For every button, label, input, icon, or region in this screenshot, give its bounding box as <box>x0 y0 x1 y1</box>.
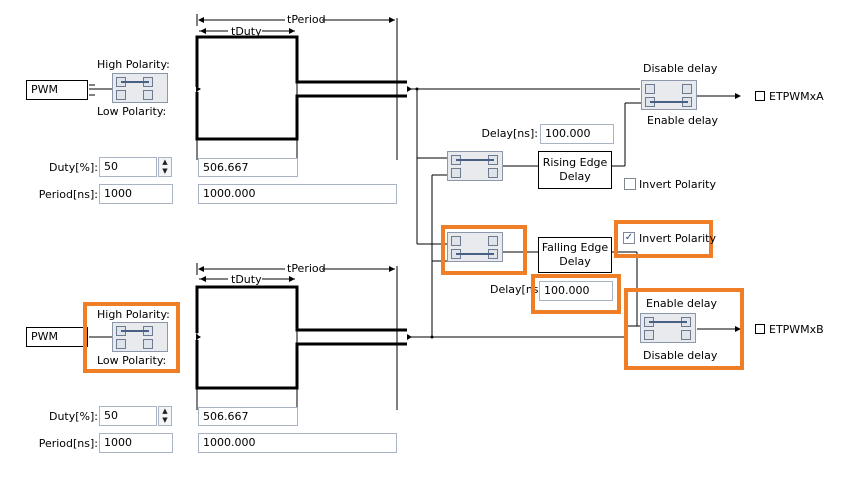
highlight-falling-delay <box>531 274 621 314</box>
high-polarity-label-bottom: High Polarity: <box>97 308 170 321</box>
duty-spinner-top[interactable]: ▲▼ <box>158 157 172 177</box>
highlight-output-b <box>624 288 744 370</box>
period-input-top[interactable]: 1000 <box>99 184 173 204</box>
rising-invert-label: Invert Polarity <box>639 178 716 191</box>
tperiod-label-top: tPeriod <box>287 13 326 26</box>
tperiod-label-bottom: tPeriod <box>287 262 326 275</box>
falling-edge-delay-block: Falling Edge Delay <box>538 237 612 273</box>
highlight-falling-switch <box>441 225 527 275</box>
rising-edge-delay-block: Rising Edge Delay <box>538 151 612 189</box>
duty-readout-top: 506.667 <box>198 158 298 177</box>
duty-spinner-bottom[interactable]: ▲▼ <box>158 406 172 426</box>
falling-invert-checkbox[interactable]: ✓ <box>623 232 635 244</box>
low-polarity-label-bottom: Low Polarity: <box>97 354 167 367</box>
output-a-switch[interactable] <box>641 80 697 110</box>
output-a-bottom-label: Enable delay <box>647 114 719 127</box>
period-label-top: Period[ns]: <box>38 188 98 201</box>
high-polarity-label: High Polarity: <box>97 58 170 71</box>
polarity-switch-top[interactable] <box>112 73 168 103</box>
rising-delay-input[interactable]: 100.000 <box>540 124 614 144</box>
tduty-label-top: tDuty <box>231 25 262 38</box>
output-b-port <box>755 324 765 334</box>
duty-label-bottom: Duty[%]: <box>48 410 98 423</box>
output-b-top-label: Enable delay <box>646 297 718 310</box>
duty-input-top[interactable]: 50 <box>99 157 157 177</box>
pwm-source-bottom: PWM <box>26 327 88 347</box>
period-readout-top: 1000.000 <box>198 184 397 204</box>
highlight-falling-invert <box>614 220 713 258</box>
period-readout-bottom: 1000.000 <box>198 433 397 453</box>
rising-switch[interactable] <box>447 151 503 181</box>
tduty-label-bottom: tDuty <box>231 273 262 286</box>
pwm-source-top: PWM <box>26 80 88 100</box>
duty-input-bottom[interactable]: 50 <box>99 406 157 426</box>
rising-delay-label: Delay[ns]: <box>481 127 538 140</box>
period-label-bottom: Period[ns]: <box>38 437 98 450</box>
falling-delay-label: Delay[ns <box>490 283 539 296</box>
output-b-name: ETPWMxB <box>769 323 824 336</box>
duty-readout-bottom: 506.667 <box>198 407 298 426</box>
polarity-switch-bottom[interactable] <box>112 322 168 352</box>
output-b-switch[interactable] <box>640 313 696 343</box>
rising-invert-checkbox[interactable] <box>624 178 636 190</box>
output-a-port <box>755 91 765 101</box>
falling-delay-input[interactable]: 100.000 <box>539 281 613 301</box>
output-b-bottom-label: Disable delay <box>643 349 718 362</box>
falling-invert-label: Invert Polarity <box>639 232 716 245</box>
duty-label-top: Duty[%]: <box>48 161 98 174</box>
low-polarity-label: Low Polarity: <box>97 105 167 118</box>
output-a-top-label: Disable delay <box>643 62 718 75</box>
output-a-name: ETPWMxA <box>769 90 824 103</box>
falling-switch[interactable] <box>447 232 503 262</box>
period-input-bottom[interactable]: 1000 <box>99 433 173 453</box>
highlight-polarity-bottom <box>83 302 180 373</box>
